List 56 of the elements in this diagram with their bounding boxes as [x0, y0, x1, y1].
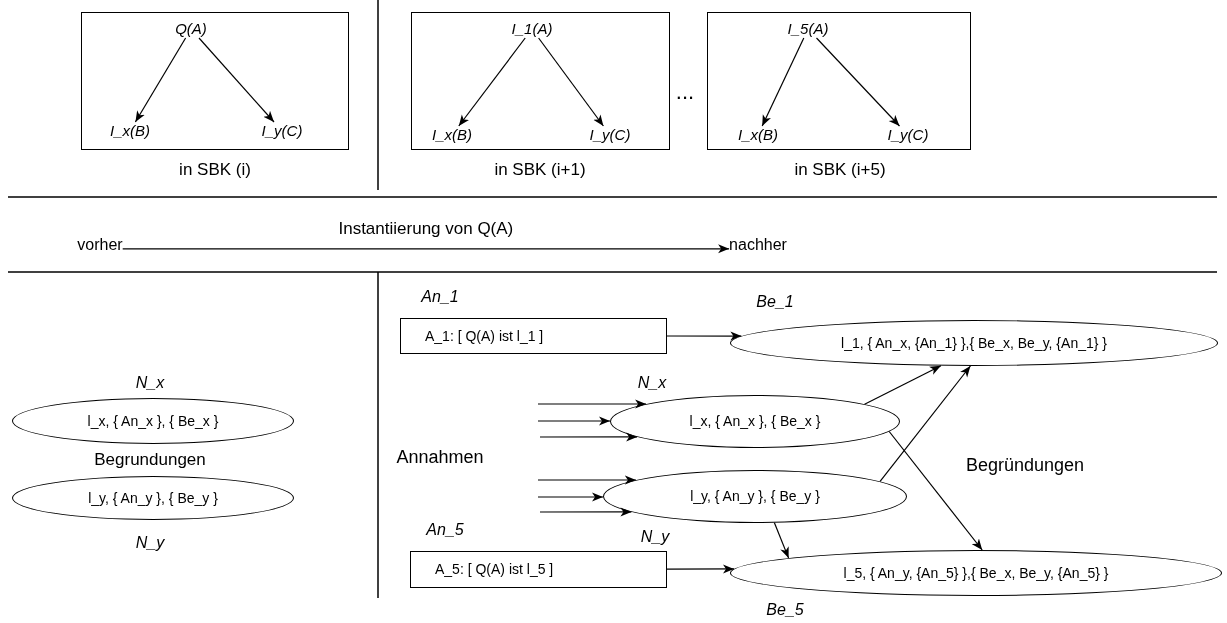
arrow	[888, 430, 983, 551]
node-caption: in SBK (i+1)	[494, 159, 586, 181]
node-ellipse: l_x, { An_x }, { Be_x }	[610, 395, 900, 448]
node-label: I_x(B)	[110, 122, 150, 140]
arrow	[666, 331, 742, 341]
arrow	[537, 399, 647, 409]
node-label: nachher	[729, 235, 787, 255]
node-label: I_x(B)	[432, 126, 472, 144]
node-ellipse: l_y, { An_y }, { Be_y }	[603, 470, 907, 523]
text-label: Begründungen	[965, 455, 1085, 477]
node-ellipse: l_5, { An_y, {An_5} },{ Be_x, Be_y, {An_5} }	[730, 550, 1222, 596]
node-label: I_5(A)	[787, 20, 829, 38]
node-ellipse: l_1, { An_x, {An_1} },{ Be_x, Be_y, {An_1} }	[730, 320, 1218, 366]
arrow	[537, 492, 604, 502]
text-label: ...	[675, 78, 695, 106]
arrow	[761, 37, 805, 127]
node-caption: N_x	[637, 373, 667, 393]
arrow	[879, 365, 971, 482]
arrow	[815, 37, 901, 127]
node-caption: Be_5	[766, 600, 804, 620]
arrow	[666, 564, 735, 574]
arrow	[539, 507, 632, 517]
arrow	[773, 522, 790, 559]
arrow	[538, 37, 604, 127]
arrow	[134, 37, 187, 123]
text-label: Begrundungen	[94, 449, 206, 471]
arrow	[537, 475, 637, 485]
frame-box	[707, 12, 971, 150]
frame-box	[81, 12, 349, 150]
node-caption: N_x	[135, 373, 165, 393]
node-caption: An_1	[421, 287, 459, 307]
arrow	[122, 244, 730, 254]
node-ellipse: l_x, { An_x }, { Be_x }	[12, 398, 294, 444]
node-label: I_1(A)	[511, 20, 553, 38]
arrow	[537, 416, 611, 426]
node-caption: An_5	[426, 520, 464, 540]
frame-box	[411, 12, 670, 150]
node-caption: N_y	[640, 527, 670, 547]
arrow	[458, 37, 526, 127]
node-label: Q(A)	[175, 20, 207, 38]
node-label: vorher	[77, 235, 123, 255]
node-ellipse: l_y, { An_y }, { Be_y }	[12, 476, 294, 520]
node-label: I_y(C)	[887, 126, 929, 144]
assumption-box: A_1: [ Q(A) ist l_1 ]	[400, 318, 667, 354]
node-caption: in SBK (i)	[179, 159, 251, 181]
node-caption: Be_1	[756, 292, 794, 312]
arrow	[864, 365, 942, 405]
node-caption: in SBK (i+5)	[794, 159, 886, 181]
node-label: I_y(C)	[589, 126, 631, 144]
node-label: I_y(C)	[261, 122, 303, 140]
node-label: I_x(B)	[738, 126, 778, 144]
arrow	[198, 37, 275, 123]
node-caption: N_y	[135, 533, 165, 553]
assumption-box: A_5: [ Q(A) ist l_5 ]	[410, 551, 667, 588]
text-label: Annahmen	[396, 447, 484, 469]
arrow	[539, 432, 638, 442]
